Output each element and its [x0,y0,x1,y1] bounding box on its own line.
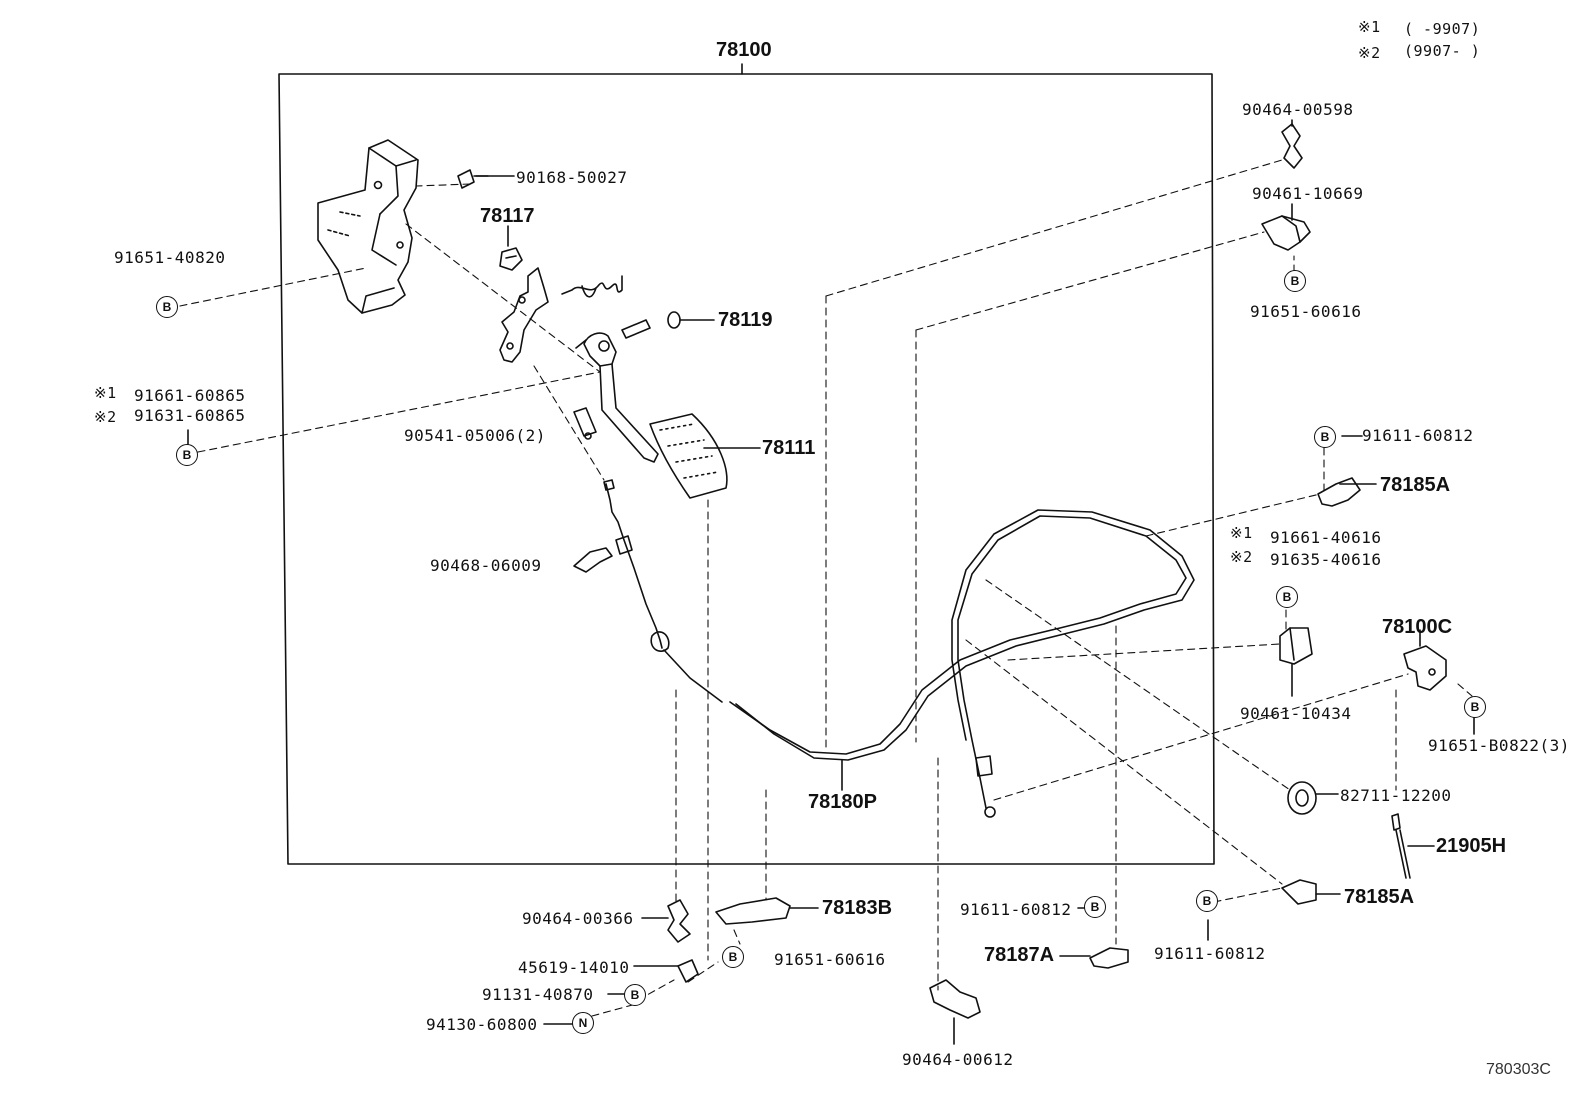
part-label-90168-50027: 90168-50027 [516,168,628,187]
figure-code: 780303C [1486,1061,1551,1078]
alt-mark-3: ※1 [1230,524,1253,542]
clamp-90464-00598 [1281,123,1303,169]
dashed-lines [179,159,1473,1017]
alt-mark-2: ※2 [94,408,117,426]
clamp-90461-10434 [1279,627,1313,665]
part-label-90461-10669: 90461-10669 [1252,184,1364,203]
part-label-90464-00598: 90464-00598 [1242,100,1354,119]
symbol-n-94130-60800: N [572,1012,594,1034]
part-label-78100C: 78100C [1382,616,1453,638]
bushing-78119 [621,311,681,339]
return-spring [561,275,623,298]
clamp-78185A-top [1317,477,1361,507]
assembly-frame-box [278,73,1215,865]
pedal-bracket [317,139,419,314]
part-label-78187A: 78187A [984,944,1055,966]
alt-mark-4: ※2 [1230,548,1253,566]
part-label-78119: 78119 [718,309,773,331]
symbol-b-91131-40870: B [624,984,646,1006]
part-label-78183B: 78183B [822,897,893,919]
part-label-91131-40870: 91131-40870 [482,985,594,1004]
bracket-78100C [1403,645,1447,691]
symbol-b-91651-60616-bottom: B [722,946,744,968]
part-label-91661-40616: 91661-40616 [1270,528,1382,547]
part-label-78185A-bottom: 78185A [1344,886,1415,908]
part-label-78185A-top: 78185A [1380,474,1451,496]
pin-90541 [573,407,597,440]
symbol-b-91661-40616: B [1276,586,1298,608]
part-label-45619-14010: 45619-14010 [518,958,630,977]
rod-21905H [1391,813,1411,879]
alt-mark-1: ※1 [94,384,117,402]
clip-78117 [499,247,523,271]
clamp-90464-00612 [929,979,981,1019]
part-label-91651-60616-bottom: 91651-60616 [774,950,886,969]
part-label-91611-60812-bottom-mid: 91611-60812 [960,900,1072,919]
part-label-78111: 78111 [762,437,816,459]
part-label-91651-B0822: 91651-B0822(3) [1428,736,1570,755]
legend-range-2: (9907- ) [1404,42,1481,60]
clip-90468 [573,547,613,573]
legend-mark-1: ※1 [1358,18,1381,36]
part-label-90461-10434: 90461-10434 [1240,704,1352,723]
clamp-78185A-bottom [1281,879,1317,905]
part-label-82711-12200: 82711-12200 [1340,786,1452,805]
symbol-b-91611-60812-top: B [1314,426,1336,448]
clamp-90461-10669 [1261,215,1311,251]
part-label-78180P: 78180P [808,791,877,813]
part-label-90468-06009: 90468-06009 [430,556,542,575]
symbol-b-91611-60812-bottom-right: B [1196,890,1218,912]
part-label-94130-60800: 94130-60800 [426,1015,538,1034]
legend-mark-2: ※2 [1358,44,1381,62]
cover-78183B [715,897,791,925]
part-label-78117: 78117 [480,205,535,227]
symbol-b-91651-B0822: B [1464,696,1486,718]
cap-45619 [677,959,699,983]
symbol-b-91651-40820: B [156,296,178,318]
legend-range-1: ( -9907) [1404,20,1481,38]
part-label-90541-05006: 90541-05006(2) [404,426,546,445]
symbol-b-91661-60865: B [176,444,198,466]
clip-78187A [1089,947,1129,969]
lever-plate [499,267,549,363]
part-label-90464-00612: 90464-00612 [902,1050,1014,1069]
grommet-82711 [1287,781,1317,815]
leader-lines [187,119,1475,1045]
part-label-91611-60812-bottom-right: 91611-60812 [1154,944,1266,963]
part-label-91635-40616: 91635-40616 [1270,550,1382,569]
part-label-91611-60812-top: 91611-60812 [1362,426,1474,445]
symbol-b-91611-60812-bottom-mid: B [1084,896,1106,918]
assembly-number-label: 78100 [716,39,772,61]
symbol-b-91651-60616-top: B [1284,270,1306,292]
part-label-91651-60616-top: 91651-60616 [1250,302,1362,321]
part-label-91651-40820: 91651-40820 [114,248,226,267]
throttle-cable [603,479,1195,818]
pedal-arm [575,332,659,463]
part-label-90464-00366: 90464-00366 [522,909,634,928]
pedal-pad-78111 [649,413,728,499]
part-label-91631-60865: 91631-60865 [134,406,246,425]
bolt-90168 [457,169,489,189]
part-label-91661-60865: 91661-60865 [134,386,246,405]
part-label-21905H: 21905H [1436,835,1507,857]
clamp-90464-00366 [667,899,691,943]
